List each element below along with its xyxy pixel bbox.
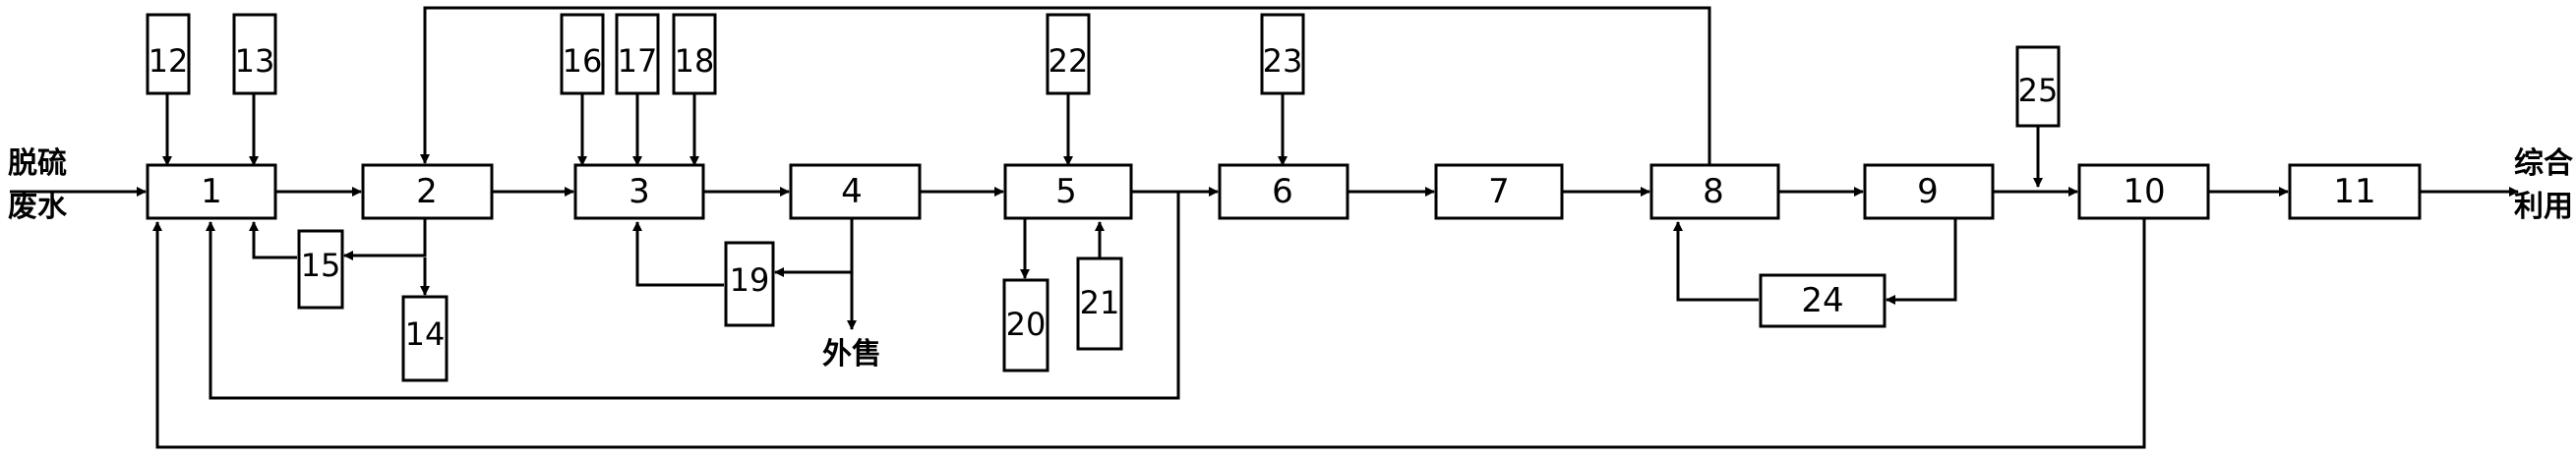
unit-3-label: 3 (629, 172, 650, 211)
output-label-line2: 利用 (2514, 190, 2573, 224)
recycle-lines (152, 6, 2146, 449)
unit-2: 2 (361, 163, 494, 220)
input-label-line1: 脱硫 (8, 146, 67, 181)
unit-16-label: 16 (563, 42, 603, 80)
unit-22-label: 22 (1048, 42, 1089, 80)
unit-21: 21 (1076, 256, 1123, 351)
sale-label: 外售 (822, 337, 881, 371)
unit-12-label: 12 (149, 42, 189, 80)
unit-25-label: 25 (2018, 72, 2059, 109)
unit-10-label: 10 (2123, 172, 2165, 211)
unit-17: 17 (615, 13, 660, 95)
unit-8: 8 (1649, 163, 1780, 220)
unit-23: 23 (1260, 13, 1305, 95)
unit-7-label: 7 (1488, 172, 1510, 211)
unit-9: 9 (1863, 163, 1995, 220)
unit-6-label: 6 (1272, 172, 1293, 211)
output-label-line1: 综合 (2514, 146, 2573, 181)
unit-18-label: 18 (675, 42, 715, 80)
unit-5: 5 (1003, 163, 1133, 220)
unit-14: 14 (401, 295, 449, 382)
unit-20: 20 (1002, 278, 1049, 372)
unit-11: 11 (2288, 163, 2422, 220)
unit-6: 6 (1218, 163, 1349, 220)
unit-19: 19 (724, 241, 775, 327)
unit-14-label: 14 (405, 315, 446, 353)
unit-24: 24 (1759, 273, 1887, 328)
unit-4: 4 (789, 163, 922, 220)
unit-17-label: 17 (618, 42, 658, 80)
unit-8-label: 8 (1703, 172, 1724, 211)
unit-7: 7 (1434, 163, 1564, 220)
unit-21-label: 21 (1080, 284, 1120, 321)
unit-10: 10 (2077, 163, 2210, 220)
unit-15-label: 15 (301, 247, 341, 284)
unit-9-label: 9 (1917, 172, 1939, 211)
unit-22: 22 (1046, 13, 1091, 95)
unit-1-label: 1 (201, 172, 222, 211)
unit-18: 18 (672, 13, 717, 95)
unit-24-label: 24 (1801, 281, 1843, 320)
unit-13-label: 13 (235, 42, 275, 80)
unit-12: 12 (146, 13, 191, 95)
unit-15: 15 (297, 229, 344, 310)
unit-16: 16 (560, 13, 605, 95)
unit-23-label: 23 (1263, 42, 1303, 80)
unit-4-label: 4 (841, 172, 863, 211)
unit-25: 25 (2015, 45, 2061, 128)
unit-5-label: 5 (1055, 172, 1077, 211)
unit-1: 1 (146, 163, 277, 220)
input-label-line2: 废水 (8, 190, 68, 224)
unit-2-label: 2 (416, 172, 438, 211)
unit-19-label: 19 (730, 261, 770, 299)
unit-3: 3 (573, 163, 705, 220)
unit-11-label: 11 (2333, 172, 2375, 211)
top-feed-lines (162, 93, 2043, 188)
unit-13: 13 (232, 13, 277, 95)
unit-20-label: 20 (1006, 306, 1047, 343)
